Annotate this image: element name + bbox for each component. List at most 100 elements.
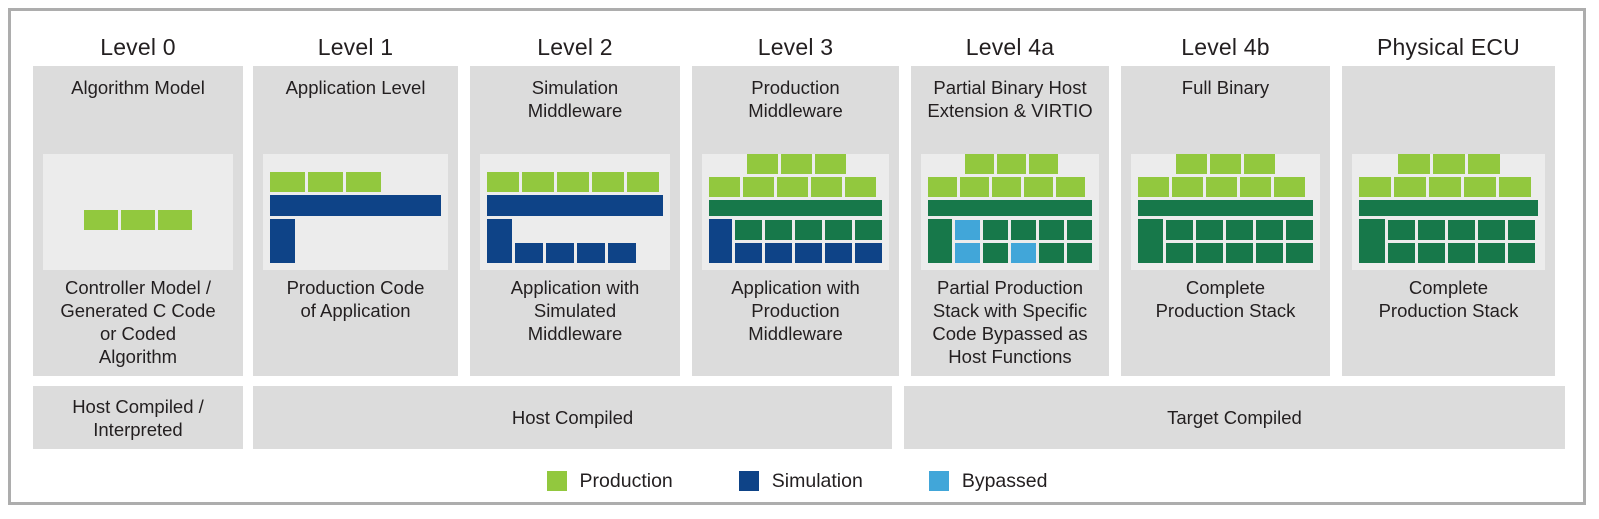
- stack-block-production-middleware: [1166, 243, 1193, 263]
- stack-spacer: [928, 154, 962, 174]
- stack-block-production: [1029, 154, 1058, 174]
- level-card-level-0[interactable]: Algorithm Model Controller Model /Genera…: [33, 66, 243, 376]
- stack-block-production: [557, 172, 589, 192]
- level-title-level-4a: Level 4a: [965, 34, 1055, 60]
- stack-block-simulation-tall: [709, 219, 732, 263]
- stack-block-production: [1398, 154, 1430, 174]
- compile-band-target-compiled: Target Compiled: [904, 386, 1565, 449]
- card-gap: [1330, 66, 1342, 376]
- stack-bar-production-middleware: [1138, 200, 1313, 216]
- stack-block-production-middleware: [1478, 220, 1505, 240]
- stack-block-production-middleware: [983, 220, 1008, 240]
- stack-row-production: [43, 210, 233, 230]
- stack-block-production: [709, 177, 740, 197]
- diagram-frame: Level 0 Level 1 Level 2 Level 3 Level 4a…: [8, 8, 1586, 505]
- stack-subrow-upper: [1166, 220, 1313, 240]
- stack-block-production-middleware: [1388, 220, 1415, 240]
- stack-block-simulation: [577, 243, 605, 263]
- stack-block-production: [781, 154, 812, 174]
- stack-row-production: [1352, 177, 1545, 197]
- stack-block-simulation: [825, 243, 852, 263]
- stack-block-production: [747, 154, 778, 174]
- stack-block-production: [1429, 177, 1461, 197]
- card-gap: [243, 66, 253, 376]
- stack-row-production: [921, 177, 1099, 197]
- stack-row-production: [480, 170, 670, 192]
- stack-block-production-middleware: [1067, 220, 1092, 240]
- legend-item-bypassed: Bypassed: [928, 470, 1048, 492]
- stack-block-production: [928, 177, 957, 197]
- level-card-level-4b[interactable]: Full Binary: [1121, 66, 1330, 376]
- stack-block-production-middleware: [1286, 220, 1313, 240]
- stack-block-production-middleware: [1508, 243, 1535, 263]
- stack-block-production: [522, 172, 554, 192]
- compilation-band: Host Compiled /Interpreted Host Compiled…: [33, 386, 1565, 449]
- stack-block-production: [1056, 177, 1085, 197]
- stack-block-production: [1240, 177, 1271, 197]
- legend-label-bypassed: Bypassed: [961, 470, 1048, 492]
- legend-swatch-bypassed-icon: [928, 471, 949, 491]
- stack-block-production-middleware: [1418, 243, 1445, 263]
- legend-item-simulation: Simulation: [738, 470, 863, 492]
- stack-block-production-middleware: [1196, 243, 1223, 263]
- stack-block-production: [346, 172, 381, 192]
- stack-block-production: [308, 172, 343, 192]
- stack-block-production: [627, 172, 659, 192]
- stack-block-production-middleware-tall: [1138, 219, 1163, 263]
- stack-block-production-middleware: [1039, 220, 1064, 240]
- stack-subrow-upper: [1388, 220, 1535, 240]
- compile-band-host-compiled: Host Compiled: [253, 386, 892, 449]
- stack-block-production: [743, 177, 774, 197]
- stack-block-production: [1464, 177, 1496, 197]
- level-title-level-4b: Level 4b: [1181, 34, 1270, 60]
- stack-block-production-middleware-tall: [1359, 219, 1385, 263]
- stack-block-production-middleware: [983, 243, 1008, 263]
- stack-row-production-top: [1352, 154, 1545, 174]
- level-title-level-2: Level 2: [537, 34, 613, 60]
- legend-swatch-simulation-icon: [738, 471, 759, 491]
- stack-block-production: [992, 177, 1021, 197]
- title-gap: [243, 31, 253, 63]
- stack-block-production-middleware: [1448, 220, 1475, 240]
- stack-block-production-middleware: [1067, 243, 1092, 263]
- stack-block-simulation: [855, 243, 882, 263]
- stack-diagram-level-4b: [1131, 154, 1320, 270]
- stack-block-production: [777, 177, 808, 197]
- legend-label-production: Production: [579, 470, 673, 492]
- stack-block-production: [815, 154, 846, 174]
- stack-block-production: [1138, 177, 1169, 197]
- stack-block-bypassed: [1011, 243, 1036, 263]
- stack-block-production: [592, 172, 624, 192]
- title-gap: [1330, 31, 1342, 63]
- title-gap: [458, 31, 470, 63]
- stack-diagram-level-4a: [921, 154, 1099, 270]
- stack-row-production-top: [1131, 154, 1320, 174]
- stack-row-production-top: [921, 154, 1099, 174]
- stack-block-production: [997, 154, 1026, 174]
- stack-block-production-middleware: [1448, 243, 1475, 263]
- stack-block-production: [1176, 154, 1207, 174]
- level-title-physical-ecu: Physical ECU: [1377, 34, 1520, 60]
- stack-row-lower: [921, 219, 1099, 263]
- stack-block-production: [845, 177, 876, 197]
- stack-block-simulation-tall: [487, 219, 512, 263]
- stack-block-production-middleware: [765, 220, 792, 240]
- stack-row-production: [263, 170, 448, 192]
- stack-block-production-middleware: [1039, 243, 1064, 263]
- stack-bar-production-middleware: [928, 200, 1092, 216]
- stack-block-simulation: [735, 243, 762, 263]
